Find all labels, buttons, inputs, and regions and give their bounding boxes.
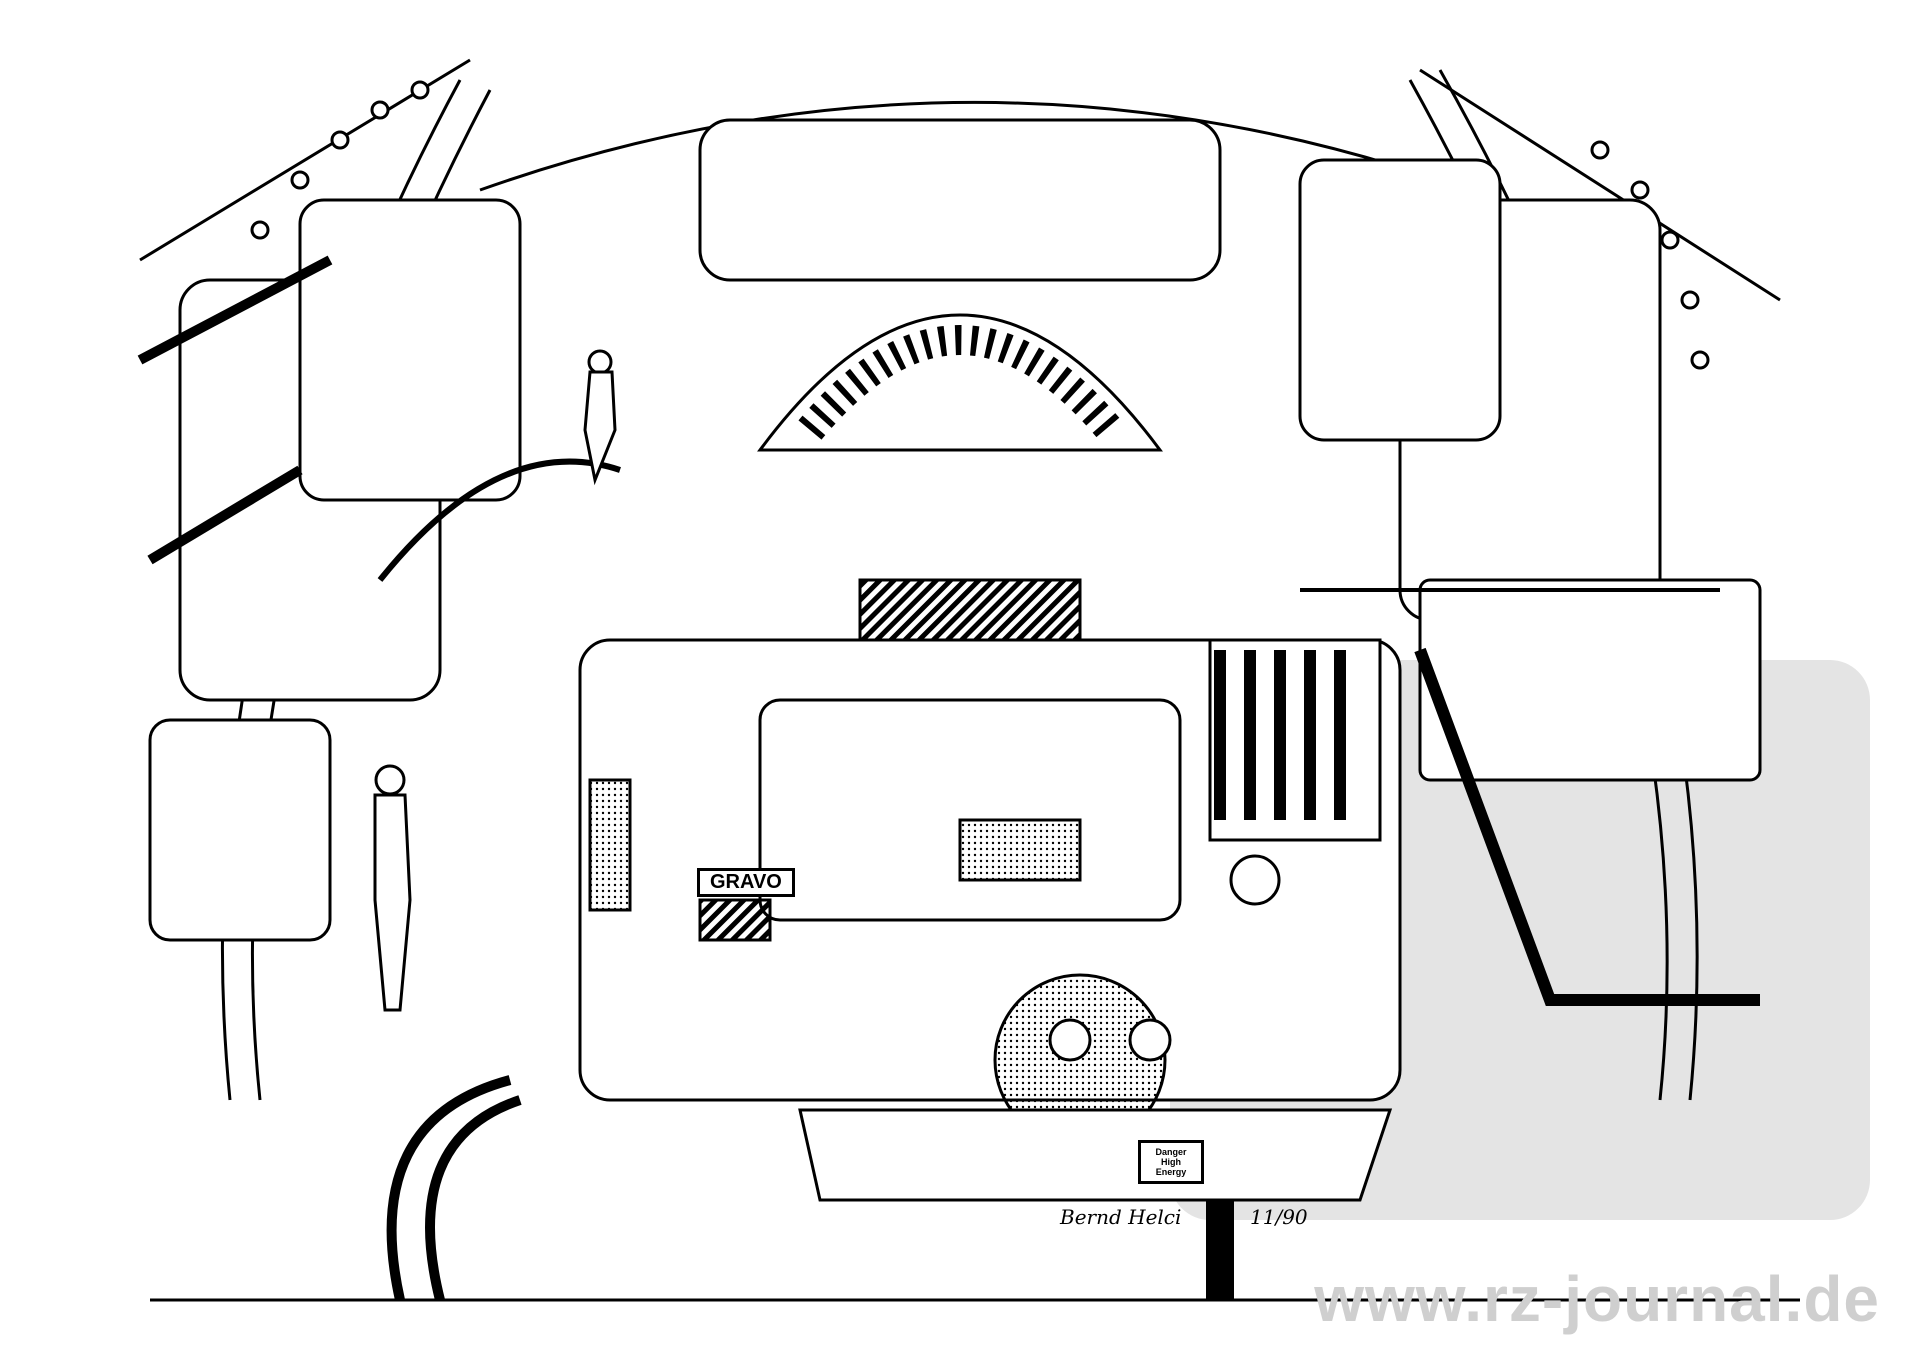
artist-signature: Bernd Helci <box>1060 1205 1182 1229</box>
watermark-text: www.rz-journal.de <box>1314 1263 1880 1335</box>
danger-high-energy-sign: Danger High Energy <box>1138 1140 1204 1184</box>
cables-and-pipes <box>137 255 1760 1302</box>
main-engine-block <box>578 638 1402 1202</box>
reactor-core <box>698 118 1222 642</box>
hull-rivets <box>250 80 1710 370</box>
crew-figures <box>373 349 617 1012</box>
artwork-date: 11/90 <box>1250 1205 1308 1229</box>
gravo-label: GRAVO <box>697 868 795 897</box>
side-machinery <box>148 158 1762 942</box>
